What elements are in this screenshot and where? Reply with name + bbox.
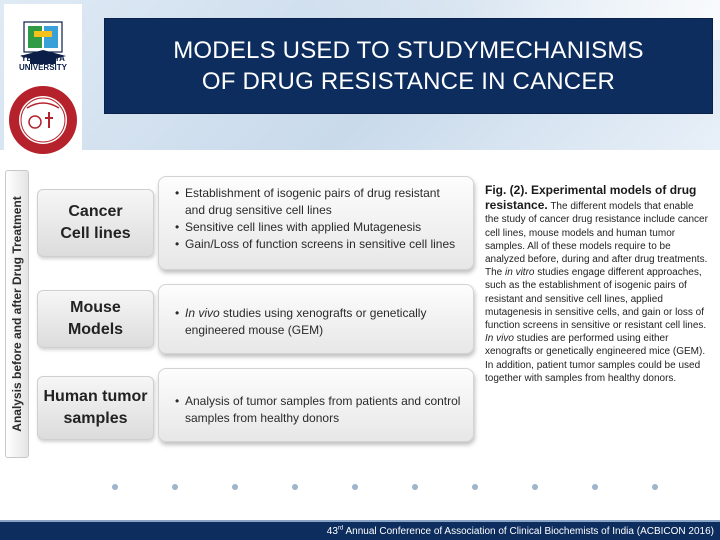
footer-bar: 43rd Annual Conference of Association of… (0, 520, 720, 540)
row-label-text: Human tumor samples (43, 388, 148, 427)
side-label-bar (5, 170, 29, 458)
dot (172, 484, 178, 490)
dot (292, 484, 298, 490)
dot (412, 484, 418, 490)
slide-title: MODELS USED TO STUDYMECHANISMS OF DRUG R… (104, 18, 713, 114)
title-line-1: MODELS USED TO STUDYMECHANISMS (173, 37, 644, 64)
row-label-text: Cancer Cell lines (60, 203, 131, 242)
bullet-item: Sensitive cell lines with applied Mutage… (175, 219, 463, 236)
row-content-human-tumor-samples: Analysis of tumor samples from patients … (158, 368, 474, 442)
dot (472, 484, 478, 490)
bullet-item: Gain/Loss of function screens in sensiti… (175, 236, 463, 253)
row-label-mouse-models: Mouse Models (37, 290, 154, 348)
caption-text: studies engage different approaches, suc… (485, 267, 707, 332)
dot (652, 484, 658, 490)
dot (532, 484, 538, 490)
footer-ordinal: 43 (326, 526, 338, 537)
title-line-2: OF DRUG RESISTANCE IN CANCER (201, 68, 616, 95)
figure-caption: Fig. (2). Experimental models of drug re… (485, 183, 709, 385)
bullet-item: In vivo studies using xenografts or gene… (175, 305, 463, 339)
bullet-item: Analysis of tumor samples from patients … (175, 393, 463, 427)
in-vivo-italic: In vivo (185, 306, 220, 320)
footer-ordinal-suffix: rd (337, 525, 344, 532)
row-label-text: Mouse Models (67, 299, 124, 338)
dot (232, 484, 238, 490)
row-label-human-tumor-samples: Human tumor samples (37, 376, 154, 440)
university-name: YENEPOYA UNIVERSITY (18, 54, 67, 72)
caption-italic: In vivo (485, 333, 514, 345)
logo-panel: YENEPOYA UNIVERSITY (4, 4, 82, 156)
dot (352, 484, 358, 490)
dot (112, 484, 118, 490)
row-content-mouse-models: In vivo studies using xenografts or gene… (158, 284, 474, 354)
caption-heading: Fig. (2). Experimental models of drug re… (485, 183, 697, 213)
university-crest-icon (20, 21, 66, 64)
footer-text: 43rd Annual Conference of Association of… (327, 525, 714, 538)
bullet-item: Establishment of isogenic pairs of drug … (175, 185, 463, 219)
decorative-dots (0, 484, 720, 494)
dot (592, 484, 598, 490)
bullet-text: studies using xenografts or genetically … (185, 306, 427, 337)
caption-text: studies are performed using either xenog… (485, 333, 706, 384)
caption-italic: in vitro (505, 267, 535, 279)
society-seal-icon (9, 86, 77, 154)
footer-conference: Annual Conference of Association of Clin… (343, 526, 714, 537)
caption-text: The different models that enable the stu… (485, 201, 708, 279)
side-label: Analysis before and after Drug Treatment (10, 196, 24, 432)
row-label-cancer-cell-lines: Cancer Cell lines (37, 189, 154, 257)
row-content-cancer-cell-lines: Establishment of isogenic pairs of drug … (158, 176, 474, 270)
